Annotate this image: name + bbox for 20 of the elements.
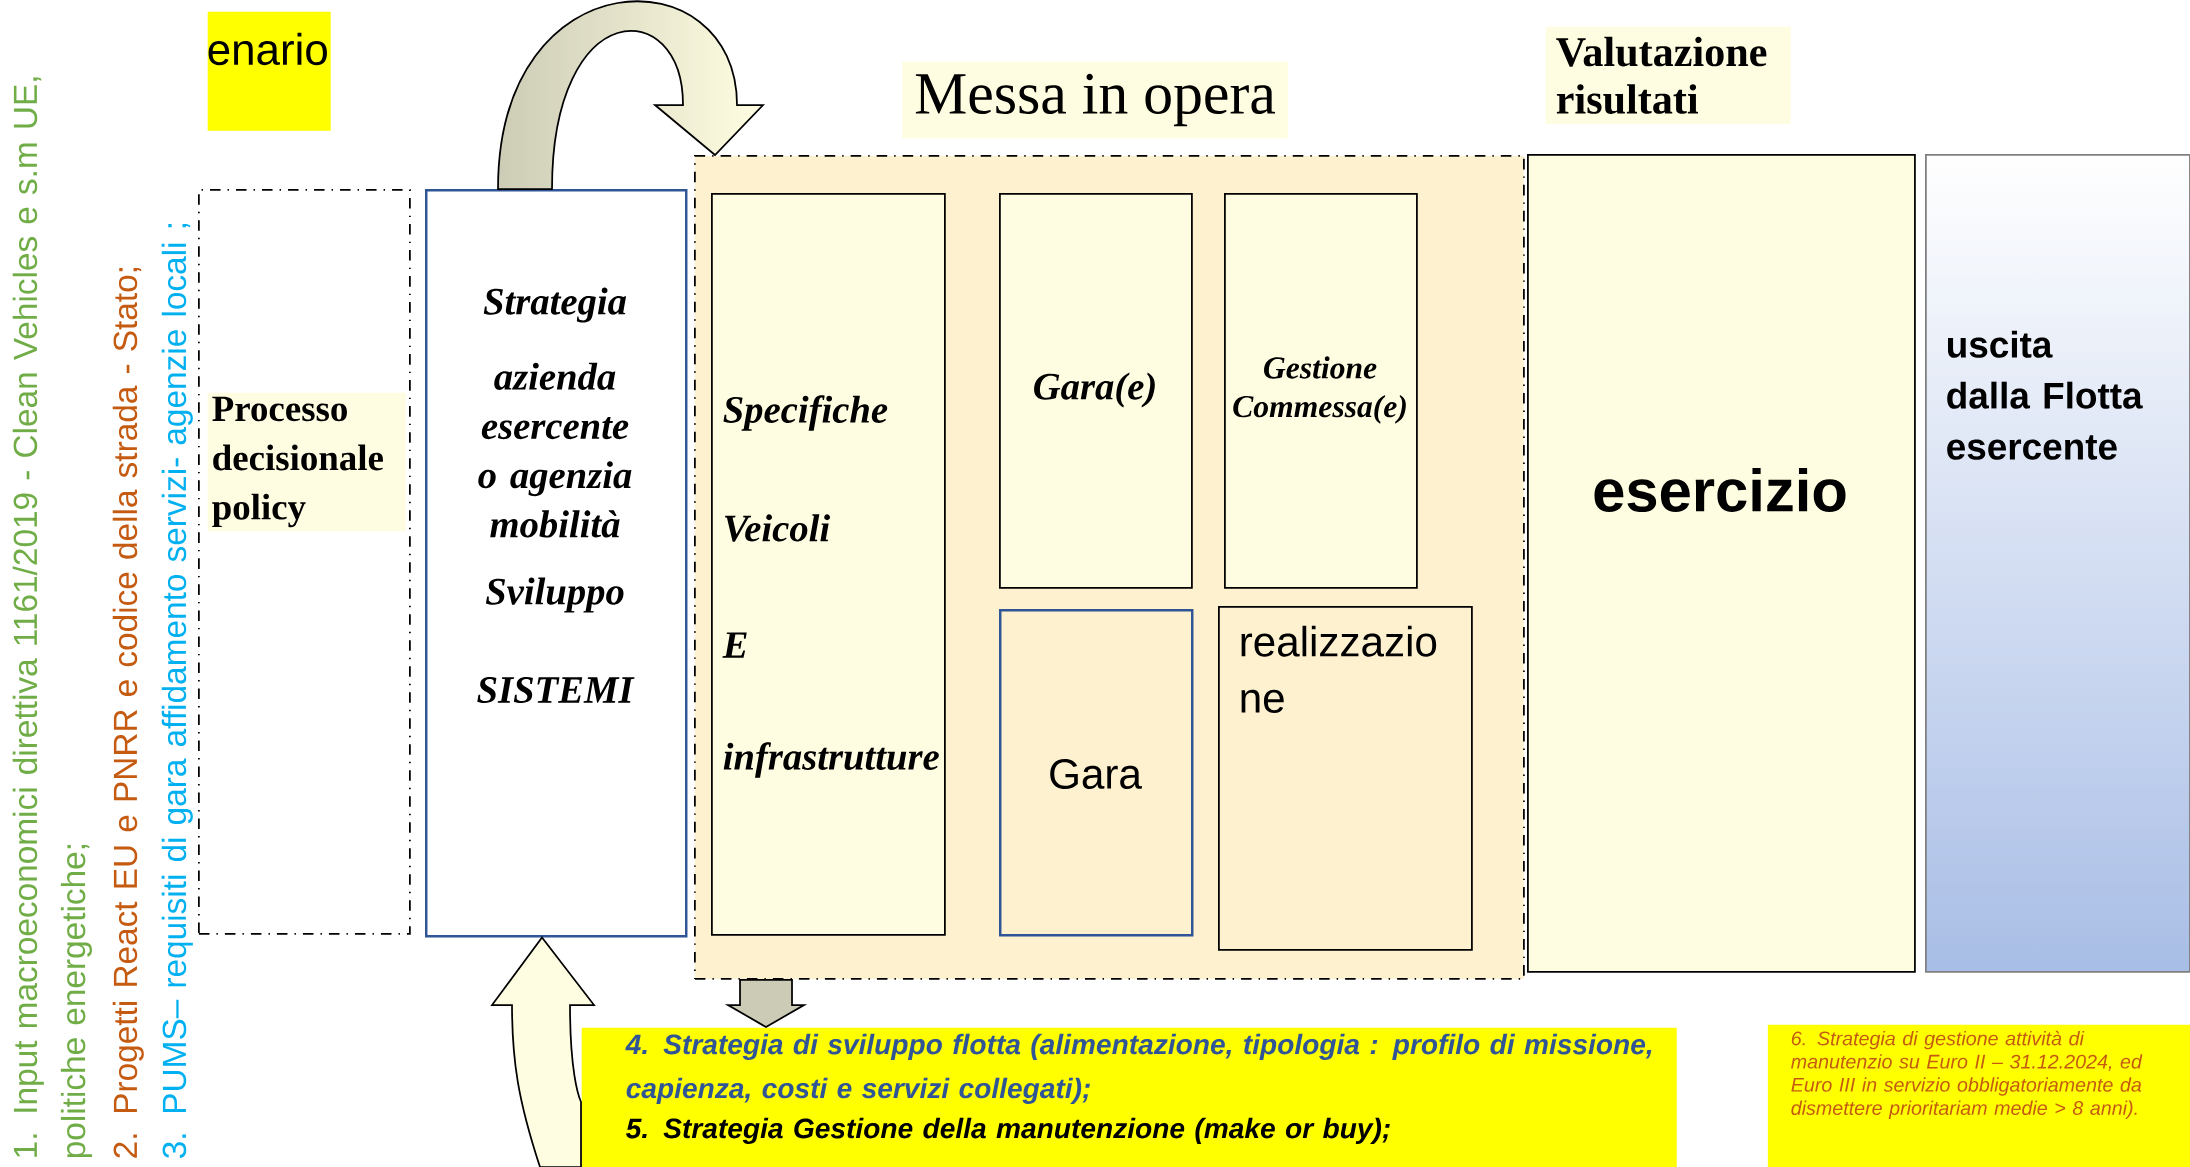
process-box: Strategia azienda esercente o agenzia mobilità Sviluppo SISTEMI <box>425 189 688 938</box>
process-box: Gara <box>999 609 1194 937</box>
node-label: Valutazione risultati <box>1556 36 1767 114</box>
process-box: Valutazione risultati esercizio <box>1527 26 1916 973</box>
process-box: Gestione Commessa(e) <box>1224 193 1418 589</box>
process-box: uscita dalla Flotta esercente <box>1925 154 2190 973</box>
rotated-text: 3. PUMS– requisiti di gara affidamento servizi- agenzie locali ; <box>161 224 193 1159</box>
process-box: Specifiche Veicoli E infrastrutture <box>711 193 946 936</box>
process-box: Processo decisionale policy <box>198 189 411 935</box>
block-arrow <box>497 0 764 190</box>
note-box: 4. Strategia di sviluppo flotta (alimentazione, tipologia : profilo di missione, capienza, costi e servizi collegati); 5. Strategia Gestione della manutenzione (make or buy); <box>581 1027 1677 1167</box>
process-box: realizzazio ne <box>1218 606 1473 951</box>
process-box: Gara(e) <box>999 193 1193 589</box>
title-box: enario <box>207 11 331 131</box>
rotated-text: 2. Progetti React EU e PNRR e codice della strada - Stato; <box>112 268 144 1158</box>
note-box: 6. Strategia di gestione attività di manutenzio su Euro II – 31.12.2024, ed Euro III in servizio obbligatoriamente da dismettere prioritariam medie > 8 anni). <box>1767 1024 2190 1167</box>
rotated-text: 1. Input macroeconomici direttiva 1161/2019 - Clean Vehicles e s.m UE, politiche energetiche; <box>12 77 92 1158</box>
block-arrow <box>491 936 595 1167</box>
node-label: Messa in opera <box>915 73 1276 127</box>
block-arrow <box>724 978 808 1029</box>
